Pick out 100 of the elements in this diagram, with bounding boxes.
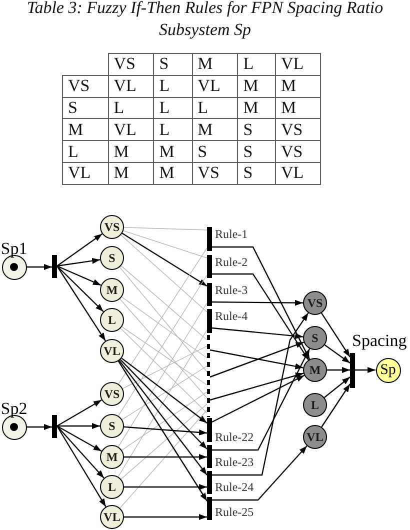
place-circle <box>100 445 124 469</box>
arrow <box>56 426 104 478</box>
row-header: VL <box>62 162 108 184</box>
place-circle <box>100 246 124 270</box>
place-circle <box>376 358 400 382</box>
table-cell: M <box>275 97 320 119</box>
table-cell: VS <box>275 118 320 141</box>
table-cell: VL <box>275 162 320 184</box>
place-label: L <box>310 399 319 411</box>
arrow <box>212 300 303 306</box>
place-circle <box>303 393 327 417</box>
connector-line <box>120 328 208 414</box>
row-header: L <box>62 140 108 162</box>
column-header: L <box>238 54 276 76</box>
rule-label: Rule-3 <box>215 284 248 297</box>
place-circle <box>100 278 124 302</box>
connector-line <box>122 392 208 451</box>
place-label: VL <box>306 431 324 443</box>
place-label: S <box>108 252 116 264</box>
rule-label: Rule-2 <box>215 256 248 269</box>
connector-line <box>121 296 208 358</box>
table-cell: VL <box>108 118 154 141</box>
table-cell: L <box>192 97 238 119</box>
table-cell: M <box>275 75 320 98</box>
arrow <box>118 360 208 502</box>
arrow <box>56 426 106 508</box>
place-circle <box>100 414 124 438</box>
column-header: VS <box>108 54 154 76</box>
table-cell: M <box>238 97 276 119</box>
arrow <box>212 312 309 476</box>
place-circle <box>100 505 124 529</box>
table-cell: L <box>108 97 154 119</box>
place-label: S <box>108 420 116 432</box>
table-cell: VL <box>192 75 238 98</box>
place-label: VS <box>104 388 120 400</box>
arrow <box>56 258 100 267</box>
arrow <box>56 425 102 452</box>
table-cell: M <box>108 162 154 184</box>
arrow <box>56 399 102 427</box>
arrow <box>324 376 350 398</box>
arrow <box>56 266 104 312</box>
connector-line <box>120 410 208 508</box>
table-cell: L <box>154 118 192 141</box>
connector-line <box>120 298 208 398</box>
place-label: L <box>108 314 116 326</box>
connector-line <box>118 330 208 478</box>
table-cell: VS <box>275 140 320 162</box>
place-label: Sp1 <box>0 240 28 256</box>
table-title: Table 3: Fuzzy If-Then Rules for FPN Spacing Ratio Subsystem Sp <box>26 0 384 41</box>
rule-label: Rule-24 <box>215 481 254 494</box>
row-header: S <box>62 97 108 119</box>
connector-line <box>118 274 208 416</box>
connector-line <box>118 248 208 384</box>
row-header: M <box>62 118 108 141</box>
arrow <box>210 349 304 370</box>
table-cell: VS <box>192 162 238 184</box>
connector-line <box>124 227 208 230</box>
arrow <box>212 374 305 423</box>
place-circle <box>303 291 327 315</box>
table-cell: M <box>154 140 192 162</box>
table-cell: M <box>192 118 238 141</box>
arrow <box>321 312 350 358</box>
table-cell: S <box>192 140 238 162</box>
arrow <box>124 454 207 460</box>
connector-line <box>120 265 208 340</box>
place-circle <box>303 425 327 449</box>
rule-label: Rule-25 <box>215 506 254 519</box>
arrow <box>212 446 308 501</box>
place-circle <box>100 308 124 332</box>
table-cell: S <box>238 162 276 184</box>
arrow <box>324 344 350 364</box>
transition-bar <box>52 255 57 278</box>
place-circle <box>100 475 124 499</box>
arrow <box>57 423 100 429</box>
place-circle <box>303 358 327 382</box>
place-label: VS <box>307 297 323 309</box>
arrow <box>56 233 103 266</box>
connector-line <box>122 326 208 386</box>
place-circle <box>100 215 124 239</box>
table-cell: M <box>154 162 192 184</box>
column-header: VL <box>275 54 320 76</box>
table-cell: M <box>108 140 154 162</box>
table-cell: S <box>238 118 276 141</box>
rule-label: Rule-22 <box>215 431 254 444</box>
arrow <box>212 348 310 451</box>
place-label: M <box>106 451 118 463</box>
arrow <box>121 358 208 424</box>
place-label: VS <box>104 221 120 233</box>
table-cell: L <box>154 97 192 119</box>
table-cell: M <box>238 75 276 98</box>
connector-line <box>118 302 208 448</box>
place-label: VL <box>104 345 120 357</box>
place-label: Sp2 <box>0 400 28 416</box>
place-label: M <box>309 364 321 376</box>
arrow <box>124 484 207 490</box>
place-circle <box>100 339 124 363</box>
table-cell: VL <box>108 75 154 98</box>
table-cell: L <box>154 75 192 98</box>
connector-line <box>120 404 208 480</box>
arrow <box>124 426 208 436</box>
